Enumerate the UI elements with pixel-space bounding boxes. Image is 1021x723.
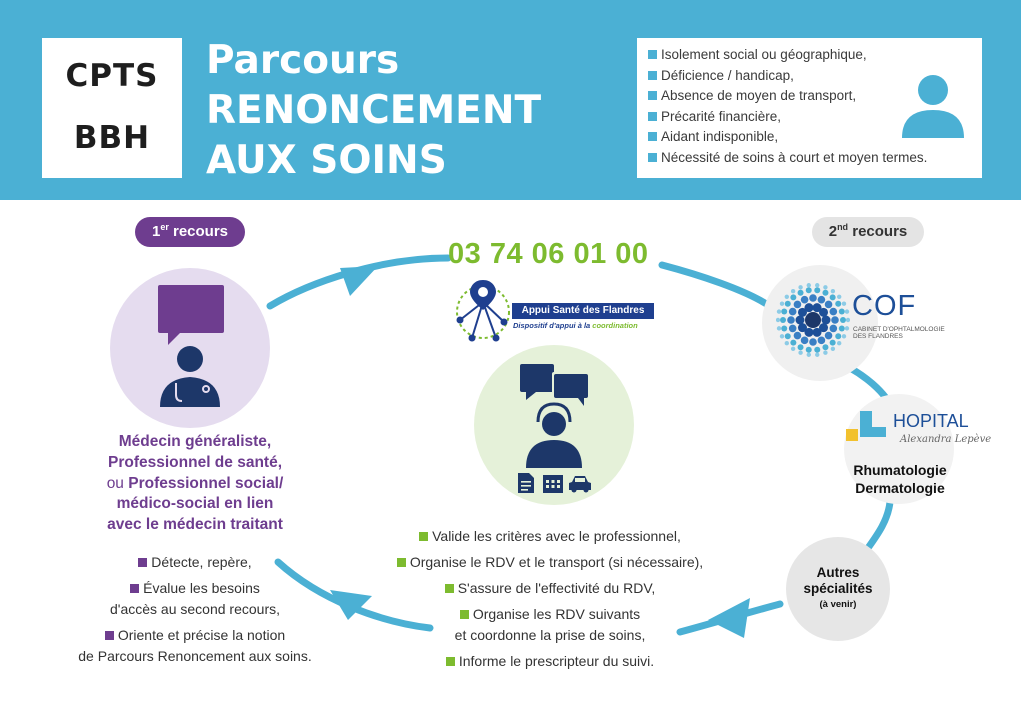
bullet-square-icon	[130, 584, 140, 593]
bullet-square-icon	[138, 558, 148, 567]
bullet-square-icon	[648, 50, 657, 59]
autres-specialites: Autres spécialités (à venir)	[803, 565, 873, 610]
list-item: S'assure de l'effectivité du RDV,	[360, 578, 740, 599]
title-line-2: RENONCEMENT	[206, 88, 542, 133]
criteria-item: Précarité financière,	[648, 107, 927, 128]
bullet-square-icon	[445, 657, 455, 666]
appui-sante-subtitle: Dispositif d'appui à la coordination	[513, 321, 638, 330]
bullet-square-icon	[648, 152, 657, 162]
logo-line-2: BBH	[73, 120, 151, 156]
list-item: Détecte, repère,	[40, 552, 350, 573]
person-icon	[902, 75, 964, 138]
criteria-item: Absence de moyen de transport,	[648, 86, 927, 107]
bullet-square-icon	[459, 610, 469, 619]
car-icon	[569, 476, 591, 493]
criteria-item: Isolement social ou géographique,	[648, 45, 927, 66]
logo-line-1: CPTS	[65, 58, 159, 94]
bullet-square-icon	[419, 532, 429, 541]
criteria-item: Nécessité de soins à court et moyen term…	[648, 148, 927, 169]
hopital-cross-logo-icon	[846, 411, 886, 441]
criteria-box: Isolement social ou géographique, Défici…	[637, 38, 982, 178]
second-recourse-badge: 2nd recours	[812, 217, 924, 247]
doctor-chat-icon	[158, 285, 224, 407]
location-network-icon	[456, 280, 510, 342]
bullet-square-icon	[648, 91, 657, 101]
list-item: Valide les critères avec le professionne…	[360, 526, 740, 547]
calendar-icon	[543, 475, 563, 493]
title-line-1: Parcours	[206, 38, 400, 83]
phone-number[interactable]: 03 74 06 01 00	[448, 238, 649, 270]
criteria-item: Aidant indisponible,	[648, 127, 927, 148]
appui-sante-banner: Appui Santé des Flandres	[512, 303, 654, 319]
phone-operator-icon	[520, 364, 590, 468]
title-line-3: AUX SOINS	[206, 138, 447, 183]
page-title: Parcours RENONCEMENT AUX SOINS	[206, 36, 541, 186]
bullet-square-icon	[396, 558, 406, 567]
professional-heading: Médecin généraliste, Professionnel de sa…	[106, 433, 284, 534]
cof-dots-logo-icon	[776, 283, 850, 357]
bullet-square-icon	[648, 132, 657, 142]
list-item: Informe le prescripteur du suivi.	[360, 651, 740, 672]
hopital-name: HOPITAL	[893, 411, 969, 431]
document-icon	[518, 473, 534, 493]
first-recourse-badge: 1er recours	[135, 217, 245, 247]
criteria-item: Déficience / handicap,	[648, 66, 927, 87]
bullet-square-icon	[104, 631, 114, 640]
bullet-square-icon	[444, 584, 454, 593]
criteria-list: Isolement social ou géographique, Défici…	[648, 45, 927, 169]
autres-circle	[786, 537, 890, 641]
bullet-square-icon	[648, 70, 657, 80]
specialty-dermatologie: Dermatologie	[855, 480, 945, 496]
hopital-signature: Alexandra Lepève	[900, 434, 992, 445]
cpts-logo: CPTS BBH	[42, 38, 182, 178]
cof-name: COF	[852, 290, 917, 322]
list-item: Organise le RDV et le transport (si néce…	[360, 552, 740, 573]
specialty-rhumatologie: Rhumatologie	[853, 462, 947, 478]
specialties: Rhumatologie Dermatologie	[844, 461, 956, 497]
bullet-square-icon	[648, 111, 657, 121]
coordination-actions: Valide les critères avec le professionne…	[360, 526, 740, 677]
